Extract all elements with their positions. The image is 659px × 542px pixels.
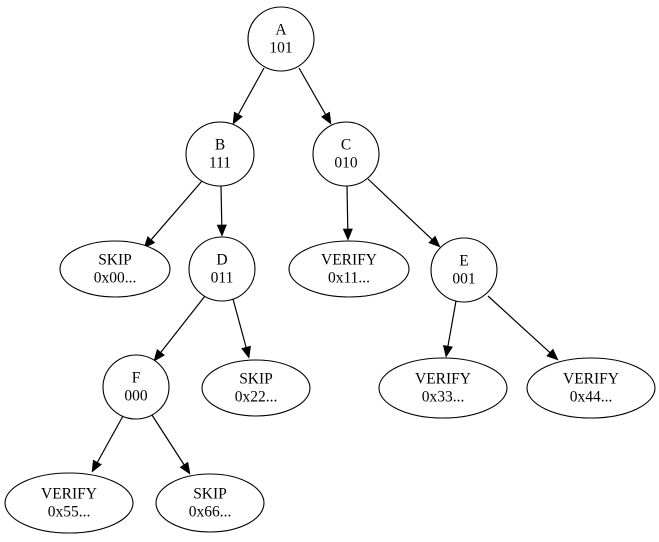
node-verify1[interactable]: VERIFY0x11... — [288, 240, 410, 298]
node-d-shape[interactable] — [188, 236, 256, 302]
nodes-layer: A101B111C010SKIP0x00...D011VERIFY0x11...… — [4, 6, 656, 534]
edge-e-to-verify4 — [487, 295, 559, 361]
node-e-shape[interactable] — [430, 237, 498, 303]
node-verify4-shape[interactable] — [526, 357, 656, 419]
node-skip6[interactable]: SKIP0x66... — [155, 473, 265, 533]
node-verify4-label-bottom: 0x44... — [570, 389, 613, 406]
node-skip6-shape[interactable] — [155, 473, 265, 533]
edge-a-to-c — [298, 67, 332, 125]
edge-b-to-d — [216, 185, 227, 237]
edge-d-to-skip2 — [232, 298, 251, 359]
node-verify1-label-bottom: 0x11... — [328, 270, 370, 287]
node-a-shape[interactable] — [247, 6, 315, 72]
node-verify5-shape[interactable] — [4, 472, 134, 534]
node-skip0[interactable]: SKIP0x00... — [59, 240, 171, 298]
node-verify5[interactable]: VERIFY0x55... — [4, 472, 134, 534]
node-d-label-top: D — [216, 252, 227, 269]
node-e-label-top: E — [459, 253, 468, 270]
node-skip6-label-top: SKIP — [193, 486, 227, 503]
edge-b-to-skip0 — [143, 180, 203, 249]
edge-e-to-verify3 — [443, 300, 457, 358]
edge-f-to-verify5 — [91, 415, 124, 473]
node-verify3-shape[interactable] — [378, 357, 508, 419]
node-skip2-label-bottom: 0x22... — [235, 389, 278, 406]
node-verify4[interactable]: VERIFY0x44... — [526, 357, 656, 419]
node-verify5-label-top: VERIFY — [41, 486, 97, 503]
node-verify3-label-bottom: 0x33... — [422, 389, 465, 406]
edges-layer — [91, 67, 559, 475]
node-b-shape[interactable] — [185, 121, 255, 187]
node-verify3-label-top: VERIFY — [415, 371, 471, 388]
node-verify1-label-top: VERIFY — [321, 252, 377, 269]
node-b-label-bottom: 111 — [209, 155, 231, 172]
edge-c-to-verify1 — [342, 185, 353, 241]
edge-d-to-f — [153, 295, 206, 362]
node-skip6-label-bottom: 0x66... — [189, 504, 232, 521]
node-verify1-shape[interactable] — [288, 240, 410, 298]
node-skip2[interactable]: SKIP0x22... — [201, 359, 311, 417]
edge-c-to-e — [367, 178, 441, 248]
node-f-label-bottom: 000 — [124, 388, 148, 405]
node-skip2-shape[interactable] — [201, 359, 311, 417]
node-skip0-label-bottom: 0x00... — [94, 270, 137, 287]
node-e-label-bottom: 001 — [452, 271, 475, 288]
node-skip0-label-top: SKIP — [98, 252, 132, 269]
node-verify5-label-bottom: 0x55... — [48, 504, 91, 521]
node-a-label-bottom: 101 — [269, 40, 292, 57]
node-f-label-top: F — [132, 370, 141, 387]
edge-f-to-skip6 — [151, 414, 191, 475]
node-f-shape[interactable] — [102, 354, 170, 420]
node-c-label-bottom: 010 — [334, 155, 358, 172]
node-skip2-label-top: SKIP — [239, 371, 273, 388]
node-d-label-bottom: 011 — [211, 270, 234, 287]
node-c-label-top: C — [341, 137, 351, 154]
node-c-shape[interactable] — [312, 121, 380, 187]
node-verify3[interactable]: VERIFY0x33... — [378, 357, 508, 419]
node-b-label-top: B — [215, 137, 225, 154]
node-skip0-shape[interactable] — [59, 240, 171, 298]
node-a-label-top: A — [275, 22, 287, 39]
edge-a-to-b — [232, 67, 265, 125]
node-verify4-label-top: VERIFY — [563, 371, 619, 388]
